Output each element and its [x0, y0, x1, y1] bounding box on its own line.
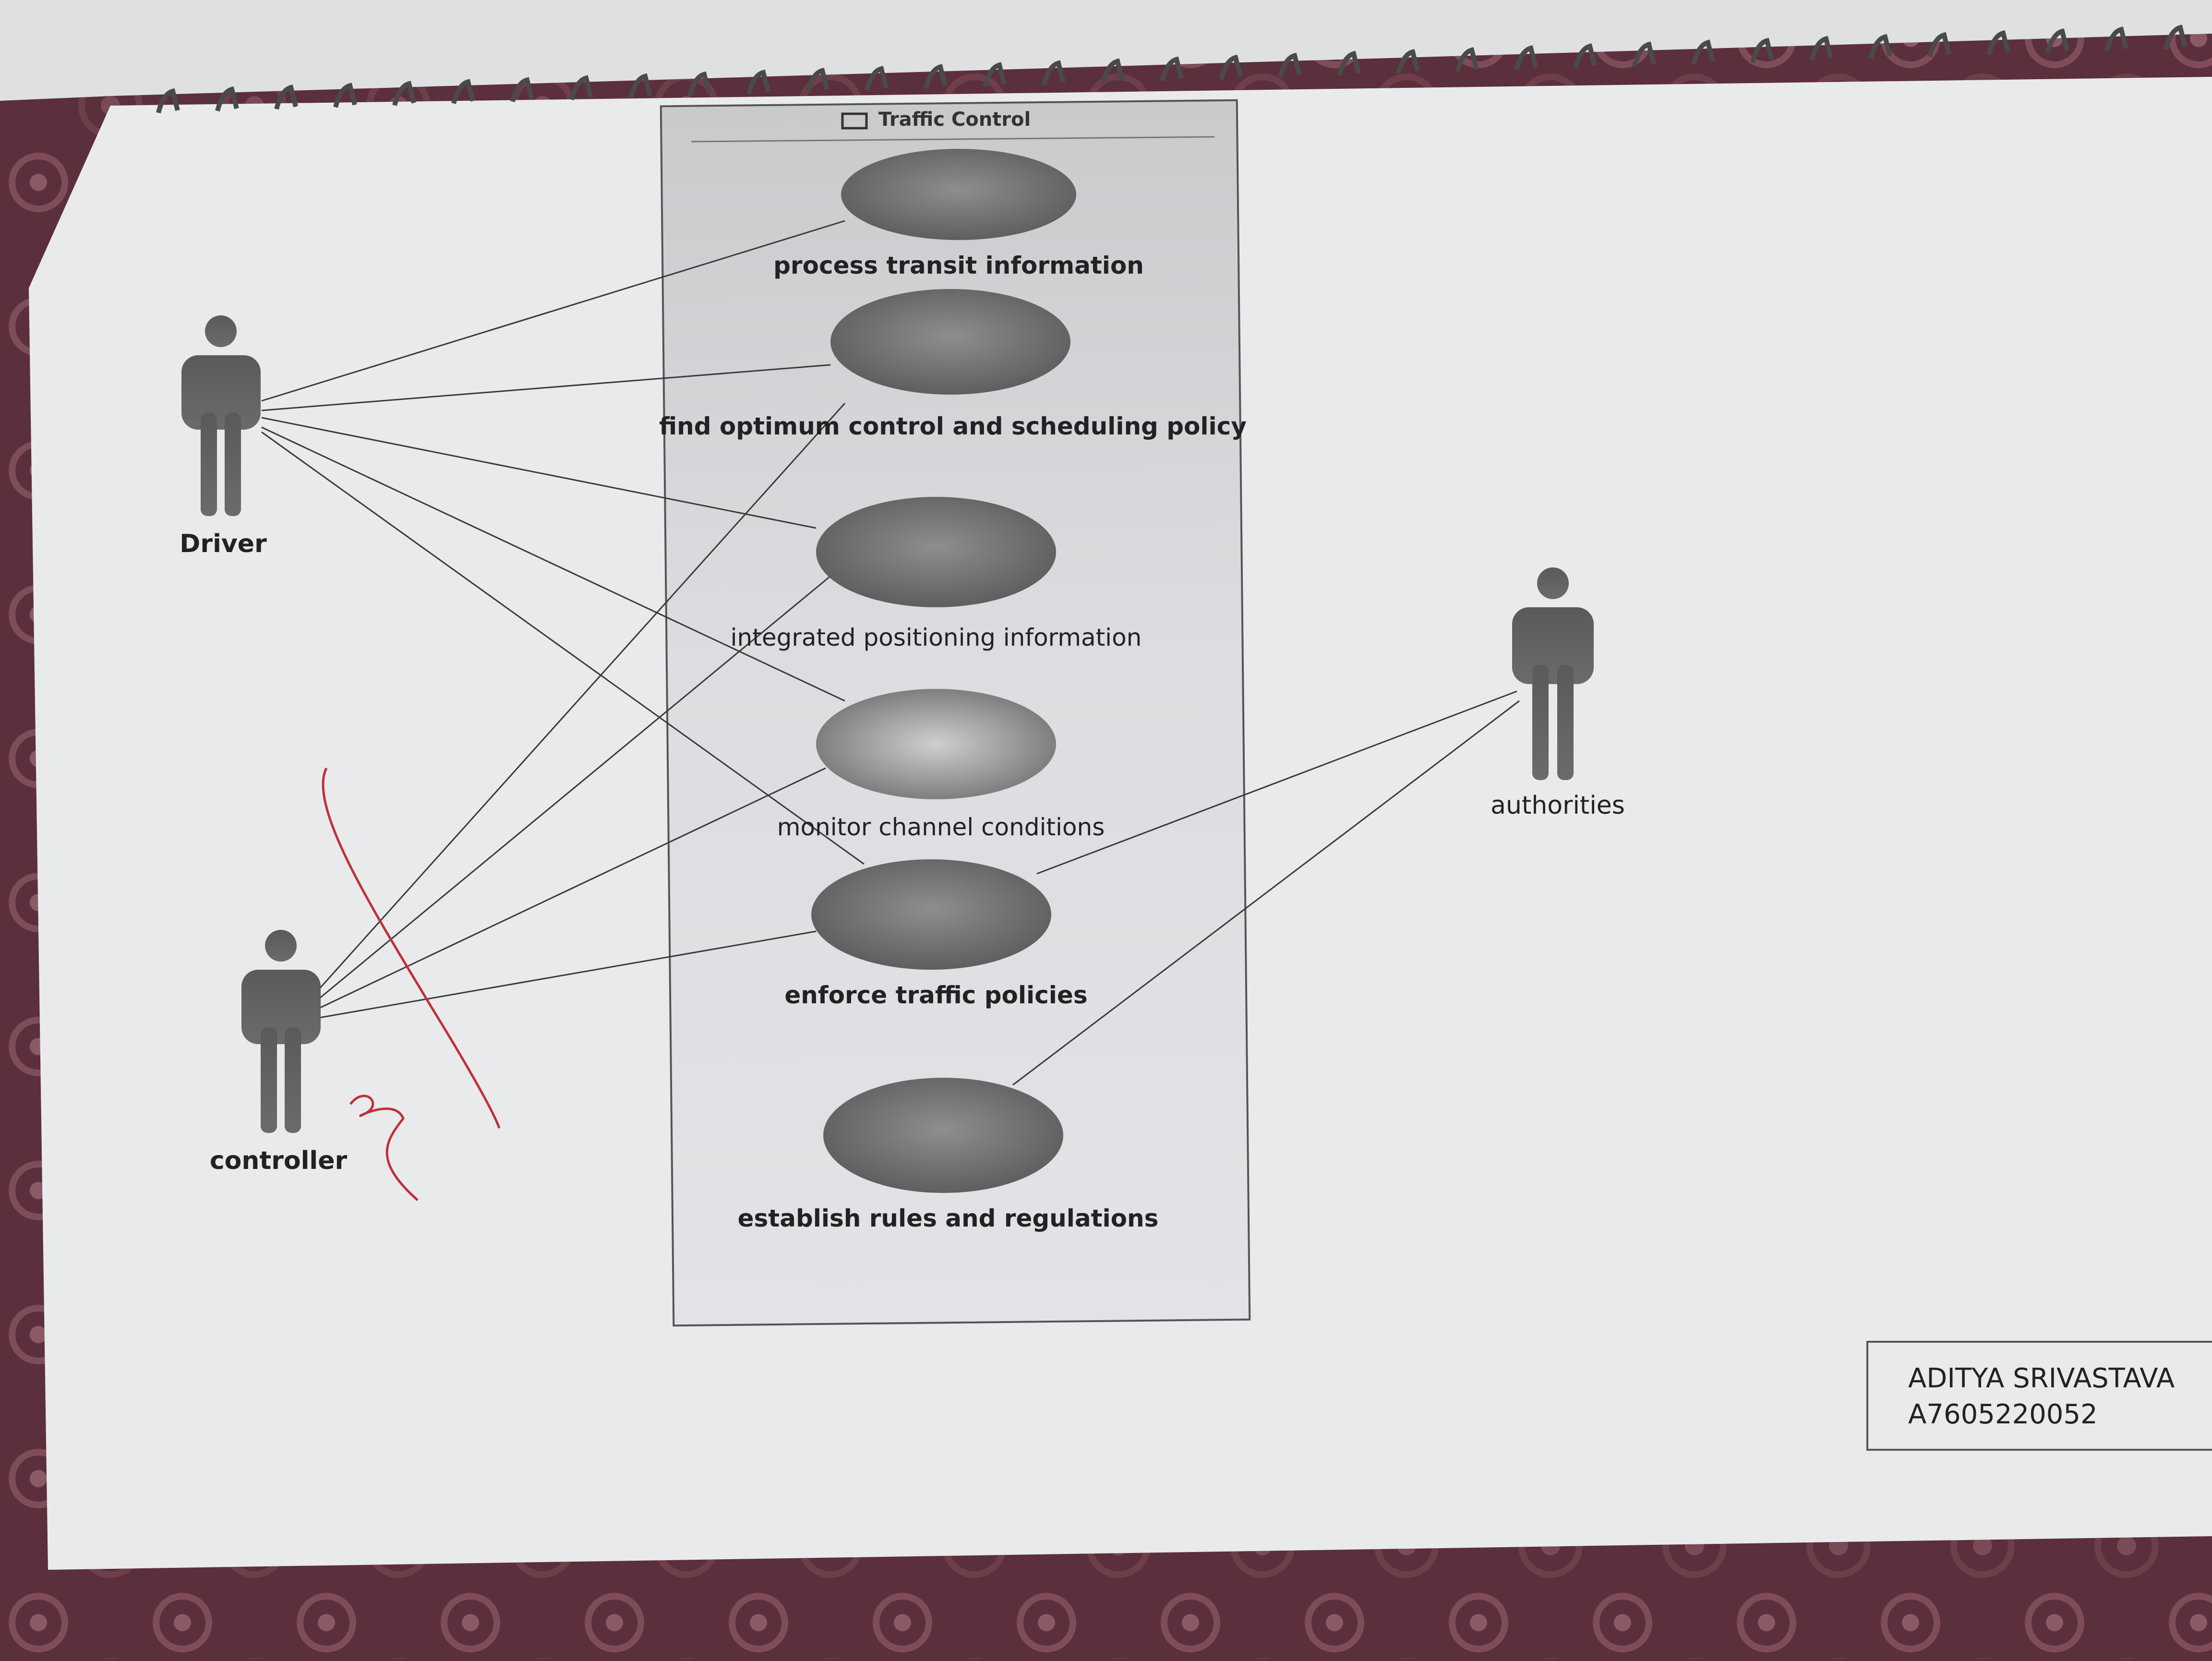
use-case-label: integrated positioning information — [731, 624, 1142, 651]
spiral-ring — [1514, 45, 1538, 71]
use-case-process-transit: process transit information — [773, 149, 1144, 279]
spiral-ring — [274, 84, 298, 110]
spiral-ring — [1691, 39, 1715, 65]
use-case-label: process transit information — [773, 252, 1144, 279]
actor-driver: Driver — [180, 315, 267, 558]
assoc-controller-find-optimum — [318, 402, 846, 990]
actor-authorities: authorities — [1491, 567, 1625, 820]
spiral-ring — [1809, 36, 1833, 61]
use-case-label: enforce traffic policies — [784, 981, 1087, 1009]
spiral-binding — [156, 24, 2188, 114]
spiral-ring — [2045, 28, 2069, 54]
system-title-divider — [691, 136, 1215, 143]
use-case-ellipse — [816, 497, 1056, 607]
spiral-ring — [156, 88, 180, 114]
spiral-ring — [1750, 37, 1774, 63]
actor-label: authorities — [1491, 791, 1625, 820]
spiral-ring — [805, 68, 830, 93]
actor-label: controller — [210, 1146, 348, 1175]
use-case-label: monitor channel conditions — [777, 813, 1105, 841]
association-lines — [261, 220, 1520, 1086]
spiral-ring — [333, 83, 357, 108]
assoc-controller-enforce-policies — [319, 930, 817, 1019]
author-name: ADITYA SRIVASTAVA — [1908, 1363, 2175, 1394]
assoc-driver-enforce-policies — [261, 431, 865, 865]
spiral-ring — [215, 86, 239, 112]
assoc-authorities-establish-rules — [1012, 700, 1520, 1086]
use-case-establish-rules: establish rules and regulations — [738, 1078, 1159, 1232]
assoc-driver-find-optimum — [261, 364, 831, 411]
spiral-ring — [392, 81, 416, 106]
author-box — [1866, 1341, 2212, 1451]
spiral-ring — [983, 62, 1007, 87]
spiral-ring — [1396, 49, 1420, 74]
spiral-ring — [1927, 32, 1951, 58]
use-case-monitor-channel: monitor channel conditions — [777, 689, 1105, 841]
spiral-ring — [687, 71, 711, 97]
use-case-enforce-policies: enforce traffic policies — [784, 859, 1088, 1009]
use-case-ellipse — [816, 689, 1056, 799]
spiral-ring — [451, 79, 475, 104]
spiral-ring — [1278, 52, 1302, 78]
assoc-controller-monitor-channel — [319, 767, 826, 1009]
assoc-driver-integrated-positioning — [261, 417, 817, 529]
person-icon — [181, 315, 261, 516]
folder-icon — [841, 112, 868, 130]
assoc-authorities-enforce-policies — [1036, 690, 1517, 875]
use-case-ellipse — [830, 289, 1070, 395]
red-initials-mark — [349, 1095, 419, 1201]
spiral-ring — [1986, 30, 2010, 56]
use-case-ellipse — [841, 149, 1076, 240]
person-icon — [241, 930, 321, 1133]
spiral-ring — [1219, 54, 1243, 80]
spiral-ring — [746, 69, 770, 95]
red-checkmark-stroke — [322, 767, 501, 1129]
spiral-ring — [2164, 24, 2188, 50]
top-page-edge — [0, 0, 2212, 101]
use-case-integrated-positioning: integrated positioning information — [731, 497, 1142, 651]
spiral-ring — [628, 73, 652, 99]
spiral-ring — [1868, 34, 1892, 60]
spiral-ring — [924, 64, 948, 89]
spiral-ring — [1101, 58, 1125, 84]
use-case-ellipse — [823, 1078, 1063, 1193]
actor-controller: controller — [210, 930, 348, 1175]
author-id: A7605220052 — [1908, 1399, 2098, 1430]
use-case-find-optimum: find optimum control and scheduling poli… — [659, 289, 1247, 440]
spiral-ring — [1632, 41, 1656, 67]
spiral-ring — [569, 75, 593, 100]
spiral-ring — [510, 77, 534, 102]
spiral-ring — [2104, 26, 2128, 52]
spiral-ring — [1337, 50, 1361, 76]
spiral-ring — [1573, 43, 1597, 69]
use-case-label: find optimum control and scheduling poli… — [659, 412, 1247, 440]
system-title: Traffic Control — [878, 108, 1031, 131]
assoc-driver-process-transit — [261, 220, 845, 402]
spiral-ring — [1160, 56, 1184, 82]
spiral-ring — [1042, 60, 1066, 85]
use-case-ellipse — [811, 859, 1051, 970]
spiral-ring — [865, 66, 889, 91]
assoc-controller-integrated-positioning — [319, 575, 831, 999]
spiral-ring — [1455, 47, 1479, 72]
assoc-driver-monitor-channel — [261, 426, 845, 702]
person-icon — [1512, 567, 1594, 780]
actor-label: Driver — [180, 530, 267, 558]
use-case-label: establish rules and regulations — [738, 1204, 1159, 1232]
